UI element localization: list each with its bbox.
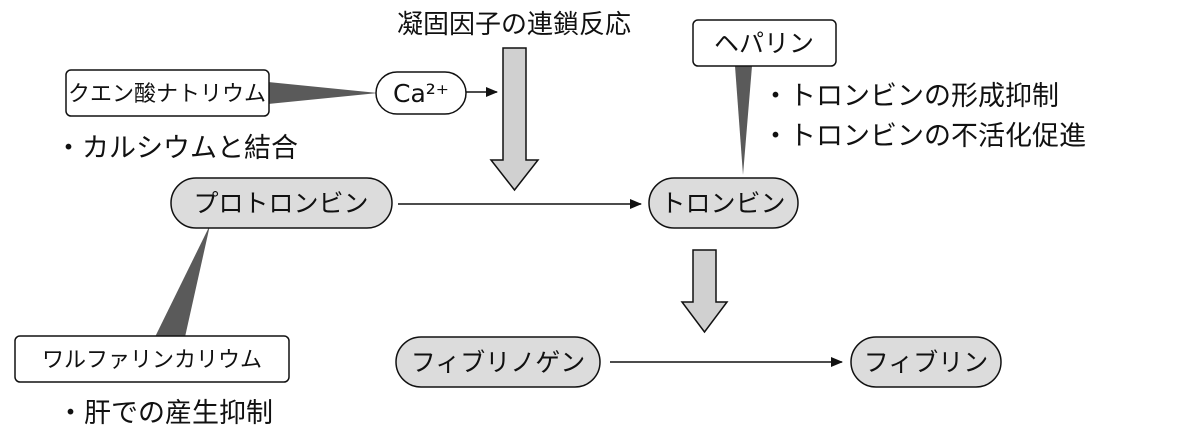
thrombin-node bbox=[648, 177, 799, 229]
heparin-note-1: ・トロンビンの形成抑制 bbox=[762, 81, 1059, 112]
fibrin-label: フィブリン bbox=[864, 348, 989, 377]
thrombin-block-arrow bbox=[680, 249, 729, 334]
warfarin-wedge bbox=[155, 225, 210, 337]
fibrin-node bbox=[850, 336, 1002, 388]
citrate-note: ・カルシウムと結合 bbox=[55, 133, 298, 164]
fibrinogen-node bbox=[395, 336, 601, 388]
fibrinogen-label: フィブリノゲン bbox=[411, 348, 586, 377]
heparin-note-2: ・トロンビンの不活化促進 bbox=[762, 121, 1086, 152]
calcium-label: Ca²⁺ bbox=[393, 79, 449, 108]
heparin-box bbox=[692, 19, 837, 67]
cascade-label: 凝固因子の連鎖反応 bbox=[397, 10, 631, 40]
citrate-box bbox=[65, 69, 270, 117]
citrate-wedge bbox=[268, 82, 378, 104]
prothrombin-node bbox=[170, 177, 393, 229]
cascade-block-arrow bbox=[489, 47, 540, 192]
citrate-label: クエン酸ナトリウム bbox=[68, 82, 266, 107]
thrombin-label: トロンビン bbox=[660, 189, 785, 218]
heparin-label: ヘパリン bbox=[714, 29, 814, 58]
prothrombin-label: プロトロンビン bbox=[193, 189, 368, 218]
warfarin-note: ・肝での産生抑制 bbox=[57, 398, 273, 429]
warfarin-box bbox=[14, 335, 290, 383]
warfarin-label: ワルファリンカリウム bbox=[42, 348, 262, 373]
heparin-wedge bbox=[735, 66, 752, 175]
calcium-node bbox=[375, 71, 467, 115]
